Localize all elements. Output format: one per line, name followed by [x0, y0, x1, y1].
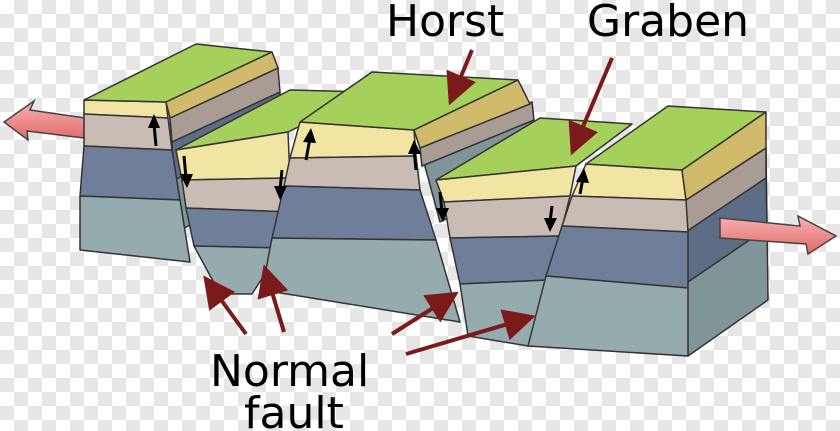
slip-arrow-down: [274, 169, 287, 200]
horst-pointer-arrow: [446, 49, 476, 106]
normal-fault-label-line1: Normal: [210, 346, 369, 397]
horst-label: Horst: [386, 0, 504, 47]
slip-arrow-down: [544, 205, 557, 232]
slip-arrow-up: [576, 168, 589, 195]
slip-arrow-down: [180, 155, 193, 188]
slip-arrow-down: [436, 191, 449, 222]
graben-pointer-arrow: [568, 57, 614, 156]
fault-pointer-arrow: [390, 291, 459, 336]
extension-arrow-right: [719, 214, 838, 256]
slip-arrow-up: [408, 140, 421, 171]
horst-block-right: [527, 105, 769, 357]
label-pointers: [203, 49, 614, 356]
extension-arrow-left: [2, 98, 86, 142]
slip-arrow-up: [148, 114, 160, 147]
fault-pointer-arrow: [405, 309, 536, 356]
normal-fault-label-line2: fault: [244, 388, 344, 431]
fault-pointer-arrow: [203, 275, 248, 336]
fault-pointer-arrow: [257, 264, 289, 333]
fault-slip-arrows: [148, 114, 589, 232]
graben-label: Graben: [587, 0, 749, 47]
slip-arrow-up: [303, 128, 316, 161]
